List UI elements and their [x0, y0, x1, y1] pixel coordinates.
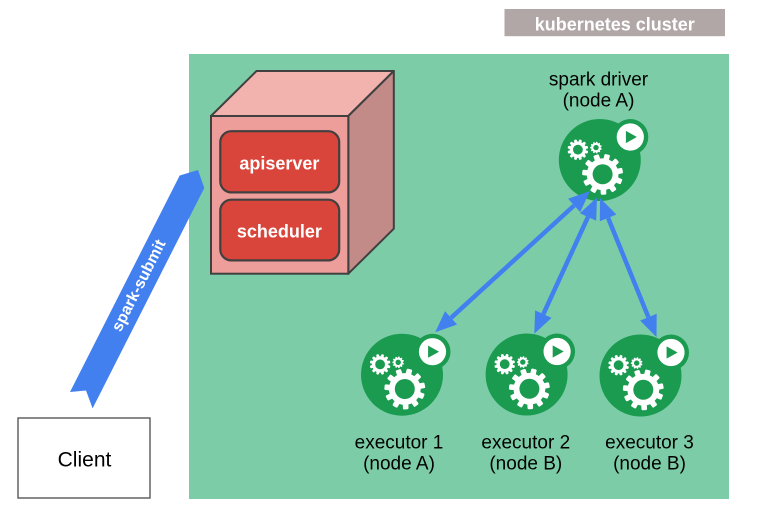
svg-text:(node A): (node A) — [363, 454, 435, 475]
svg-text:(node B): (node B) — [613, 454, 686, 475]
svg-text:apiserver: apiserver — [239, 153, 319, 173]
svg-text:spark driver: spark driver — [549, 70, 649, 91]
svg-text:executor 3: executor 3 — [605, 433, 694, 454]
svg-text:executor 2: executor 2 — [481, 433, 570, 454]
svg-text:executor 1: executor 1 — [355, 433, 444, 454]
svg-text:scheduler: scheduler — [237, 222, 322, 242]
svg-text:kubernetes cluster: kubernetes cluster — [535, 15, 695, 35]
svg-text:(node B): (node B) — [489, 454, 562, 475]
svg-text:Client: Client — [58, 449, 112, 472]
svg-text:(node A): (node A) — [563, 91, 635, 112]
